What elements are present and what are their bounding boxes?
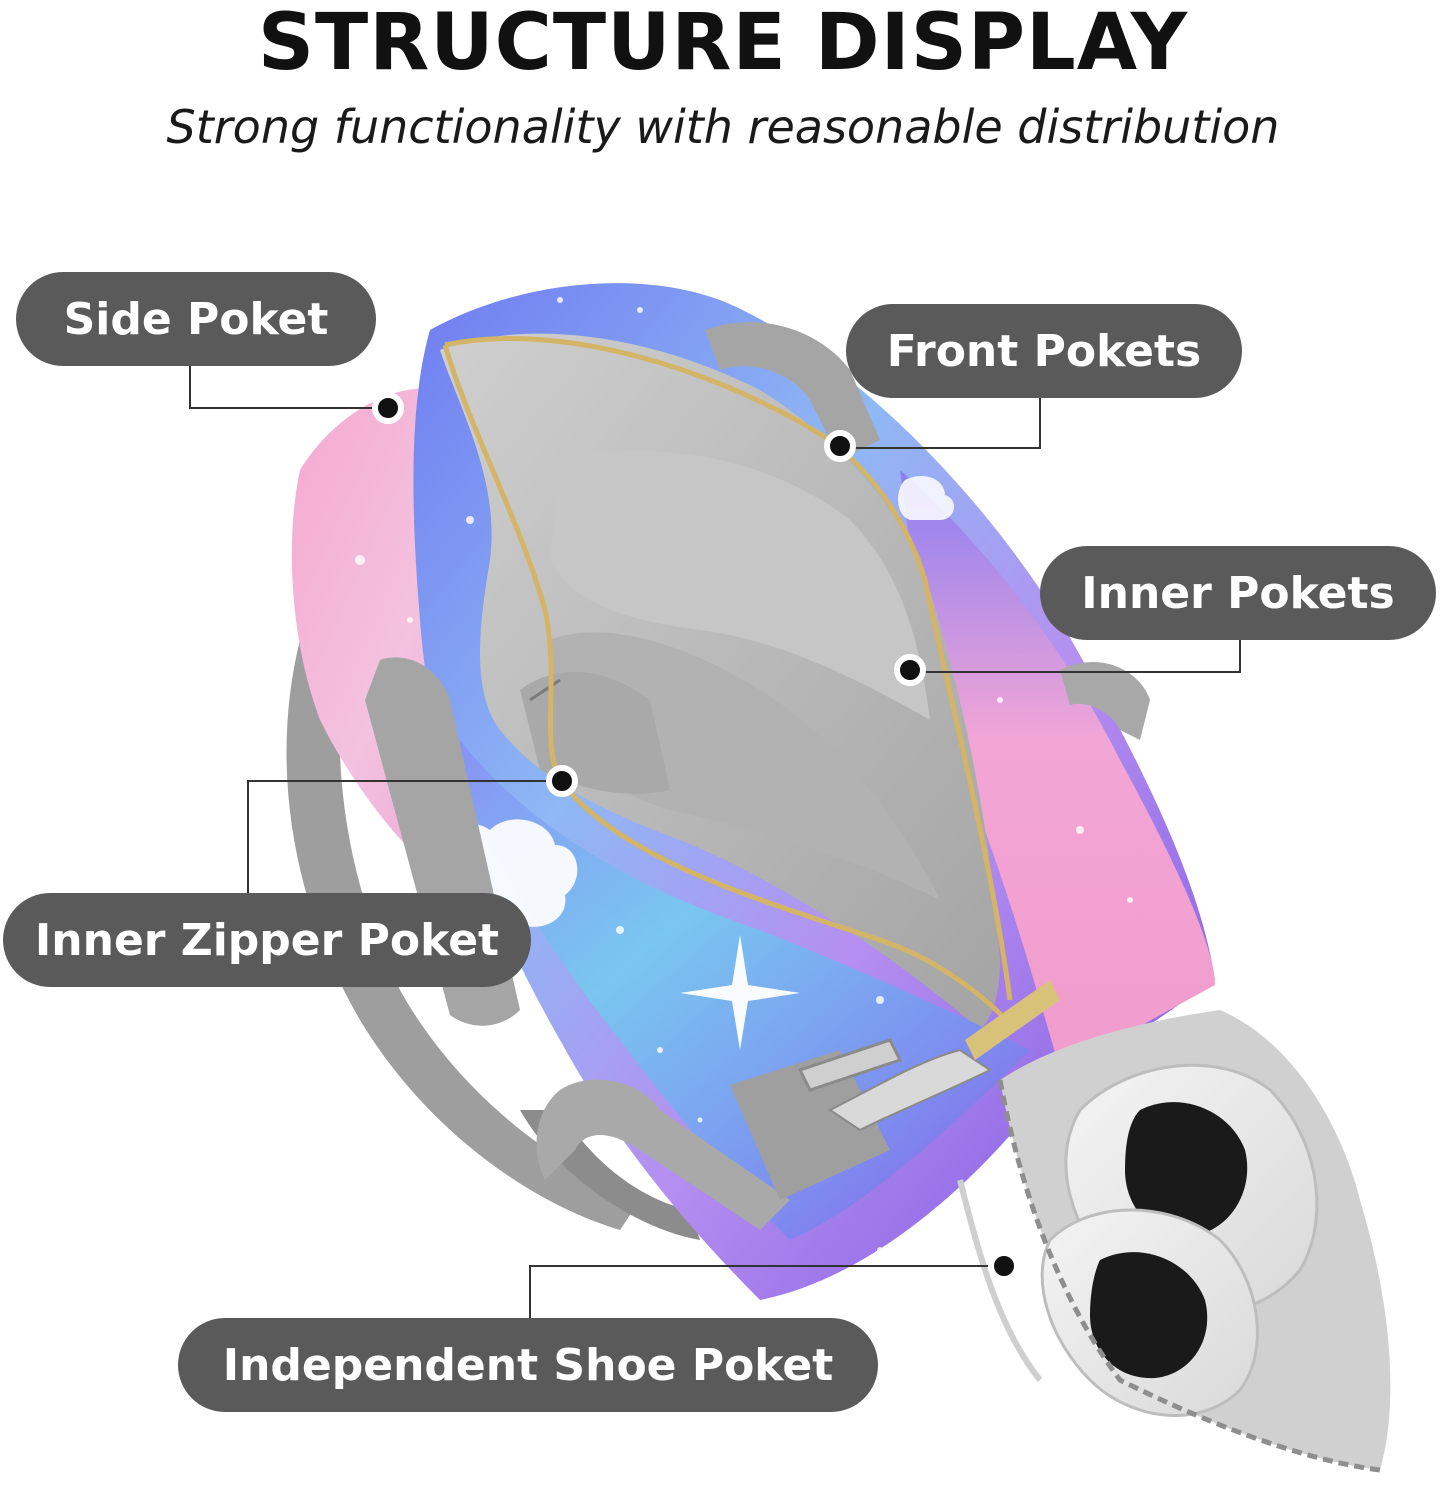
callout-independent-shoe-poket: Independent Shoe Poket (178, 1318, 878, 1412)
page-title: STRUCTURE DISPLAY (257, 0, 1189, 88)
callout-inner-pokets: Inner Pokets (1040, 546, 1436, 640)
callout-side-poket: Side Poket (16, 272, 376, 366)
callout-inner-zipper-poket: Inner Zipper Poket (3, 893, 531, 987)
page-subtitle: Strong functionality with reasonable dis… (166, 100, 1280, 154)
callout-front-pokets: Front Pokets (846, 304, 1242, 398)
